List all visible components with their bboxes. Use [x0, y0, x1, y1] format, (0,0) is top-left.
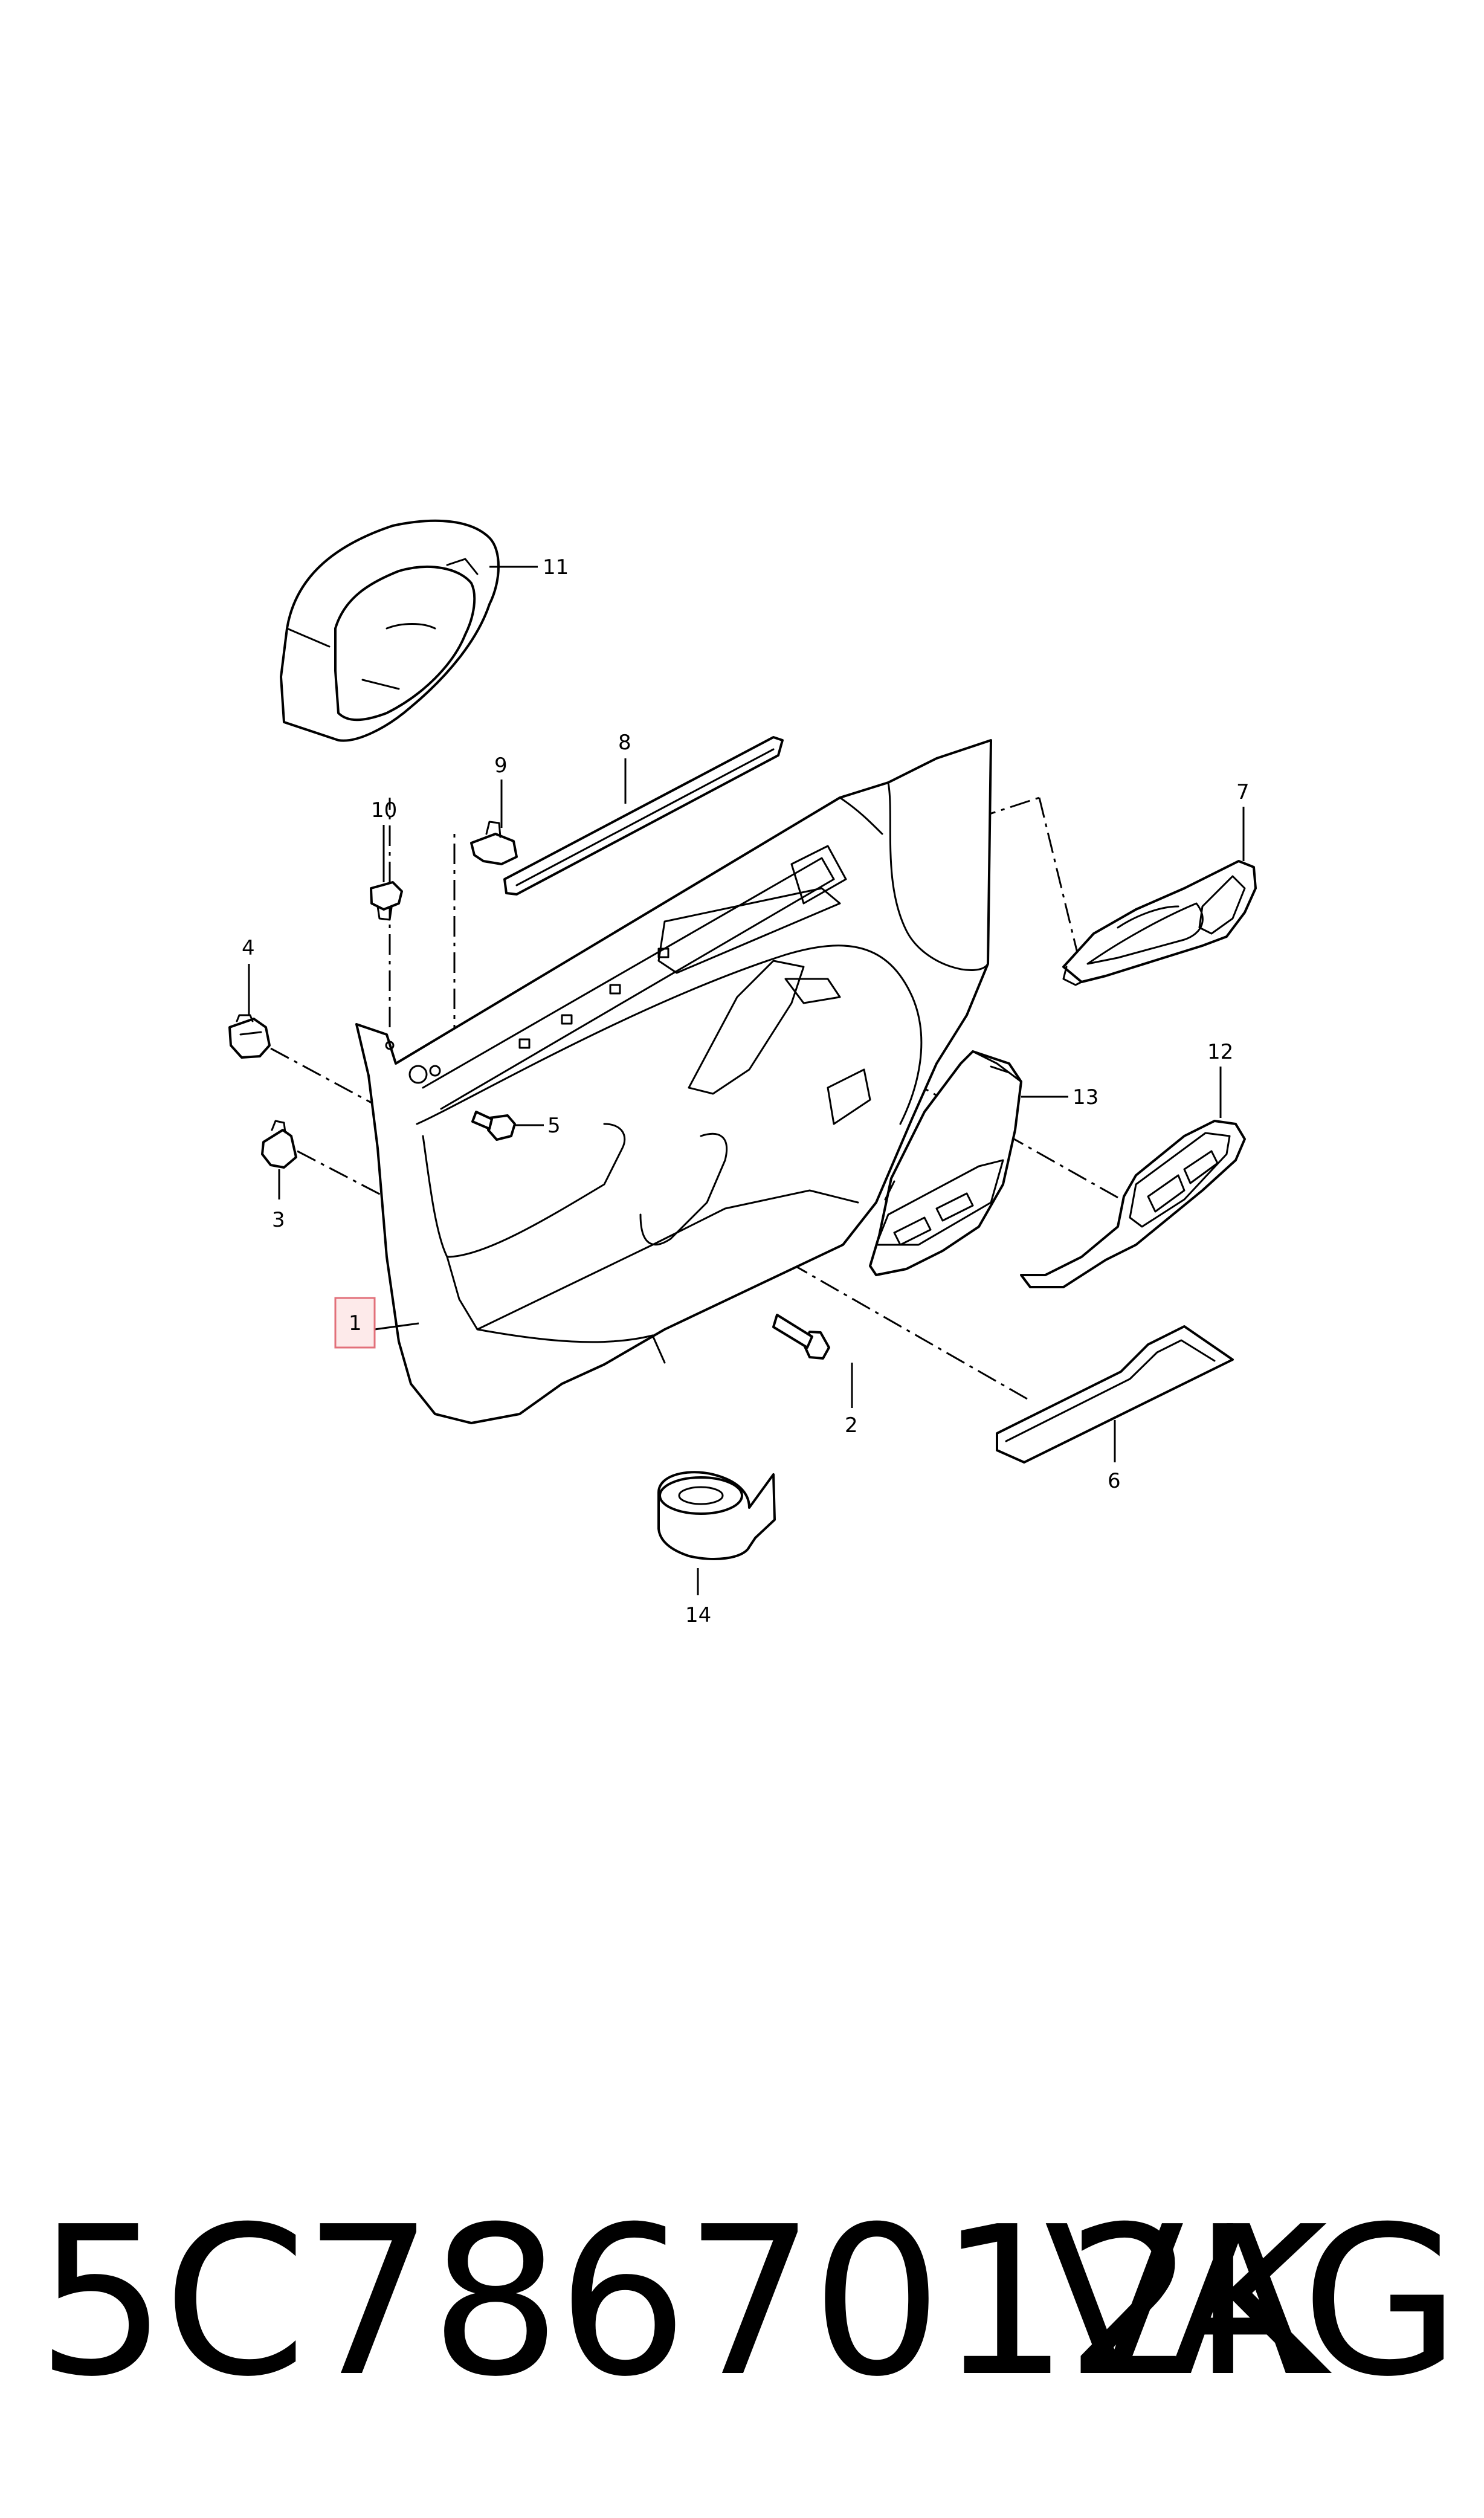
callout-5[interactable]: 5 [547, 1114, 561, 1138]
callout-11[interactable]: 11 [543, 555, 569, 579]
screw-2 [772, 1314, 830, 1360]
callout-8[interactable]: 8 [618, 731, 631, 755]
callout-14[interactable]: 14 [685, 1603, 711, 1627]
trim-strip-8 [503, 736, 784, 896]
brand-name: VAG [1044, 2183, 1460, 2422]
callout-12[interactable]: 12 [1207, 1040, 1233, 1064]
clip-4 [228, 1014, 271, 1059]
callout-2[interactable]: 2 [845, 1413, 858, 1438]
leader-lines [248, 566, 1245, 1595]
armrest-panel-13 [869, 1050, 1022, 1276]
callout-3[interactable]: 3 [272, 1208, 285, 1232]
screw-5 [471, 1111, 516, 1141]
callout-10[interactable]: 10 [371, 798, 397, 822]
part-number: 5C7867012K [36, 2183, 1328, 2422]
callout-7[interactable]: 7 [1236, 780, 1250, 804]
callout-13[interactable]: 13 [1073, 1085, 1098, 1109]
trim-strip-6 [996, 1325, 1234, 1464]
clip-3 [261, 1120, 297, 1169]
speaker-foam-ring-11 [280, 519, 500, 742]
callout-6[interactable]: 6 [1108, 1469, 1121, 1493]
callout-9[interactable]: 9 [494, 754, 508, 778]
selected-part-highlight [334, 1297, 376, 1349]
adhesive-tape-14 [657, 1471, 776, 1560]
callout-1[interactable]: 1 [349, 1311, 362, 1335]
callout-4[interactable]: 4 [242, 936, 255, 960]
door-handle-7 [1062, 860, 1257, 986]
callout-labels: 1 2 3 4 5 6 7 8 9 10 11 12 13 14 [242, 555, 1250, 1627]
door-trim-panel [355, 739, 992, 1424]
bracket-clip-9 [470, 821, 518, 865]
push-clip-10 [370, 881, 403, 921]
window-switch-bezel-12 [1020, 1120, 1246, 1288]
